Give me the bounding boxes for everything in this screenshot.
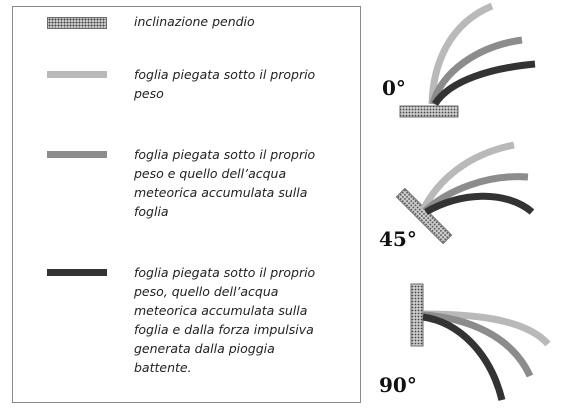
legend-label-water: foglia piegata sotto il proprio peso e q…	[134, 147, 316, 219]
legend-label-own-weight: foglia piegata sotto il proprio peso	[134, 67, 316, 101]
angle-label-45: 45°	[379, 227, 417, 251]
angle-label-0: 0°	[382, 76, 406, 100]
leaf-dark-curve	[422, 313, 506, 401]
diagram-0-degrees	[399, 2, 536, 118]
legend-label-slope: inclinazione pendio	[134, 14, 255, 29]
leaf-dark-curve	[424, 192, 535, 216]
leaf-medium-curve	[429, 36, 523, 106]
slope-pattern-swatch	[47, 17, 107, 29]
diagram-90-degrees	[410, 283, 551, 401]
light-line-swatch	[47, 71, 107, 78]
leaf-light-curve	[428, 2, 494, 105]
slope-block	[399, 105, 459, 118]
angle-label-90: 90°	[379, 373, 417, 397]
leaf-dark-curve	[432, 60, 536, 107]
slope-block	[410, 283, 424, 347]
dark-line-swatch	[47, 269, 107, 276]
legend-label-rain-force: foglia piegata sotto il proprio peso, qu…	[134, 265, 316, 375]
leaf-medium-curve	[422, 311, 534, 378]
leaf-light-curve	[419, 141, 515, 212]
medium-line-swatch	[47, 151, 107, 158]
legend-box: inclinazione pendio foglia piegata sotto…	[12, 6, 361, 403]
diagram-45-degrees	[395, 141, 535, 245]
